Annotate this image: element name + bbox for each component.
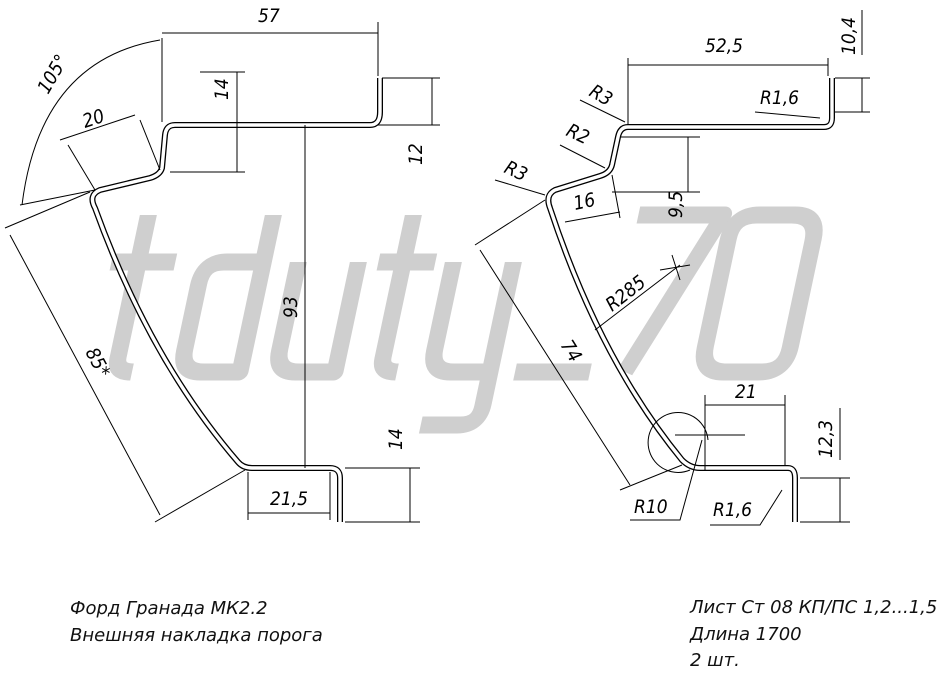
dim-bottom-width: 21 (735, 381, 757, 403)
dim-step-height: 9,5 (665, 191, 687, 218)
dim-angle: 105° (33, 51, 73, 98)
dim-step-slant: 20 (80, 105, 108, 133)
dim-radius-bottom-flange: R1,6 (713, 499, 752, 521)
dim-radius-top: R3 (586, 80, 617, 110)
title-line-1: Форд Гранада МК2.2 (70, 598, 268, 619)
dim-width-top: 52,5 (705, 35, 743, 57)
dim-flange-bottom: 12,3 (815, 420, 837, 458)
dim-width-top: 57 (258, 5, 280, 27)
dim-step-length: 16 (571, 189, 597, 215)
dim-radius-step: R2 (563, 120, 593, 150)
dim-flange-bottom: 14 (385, 428, 407, 450)
dim-flange-top: 10,4 (838, 17, 860, 55)
dim-radius-bottom: R10 (634, 496, 668, 518)
dim-flange-top: 12 (405, 143, 427, 165)
quantity-note: 2 шт. (690, 650, 740, 671)
length-note: Длина 1700 (689, 624, 802, 645)
dim-curve-length: 74 (556, 336, 586, 366)
dim-step-height: 14 (211, 78, 233, 100)
watermark-graphic (108, 206, 823, 434)
material-note: Лист Ст 08 КП/ПС 1,2...1,5 (689, 597, 937, 618)
dim-bottom-width: 21,5 (270, 488, 308, 510)
dim-height: 93 (280, 296, 302, 318)
dim-radius-flange: R1,6 (760, 87, 799, 109)
title-line-2: Внешняя накладка порога (70, 625, 323, 646)
dim-radius-curve: R285 (602, 271, 651, 316)
dim-radius-corner: R3 (501, 157, 531, 187)
right-dimension-lines (474, 10, 870, 526)
left-dimension-lines (4, 22, 440, 523)
notes: Форд Гранада МК2.2 Внешняя накладка поро… (70, 597, 937, 671)
